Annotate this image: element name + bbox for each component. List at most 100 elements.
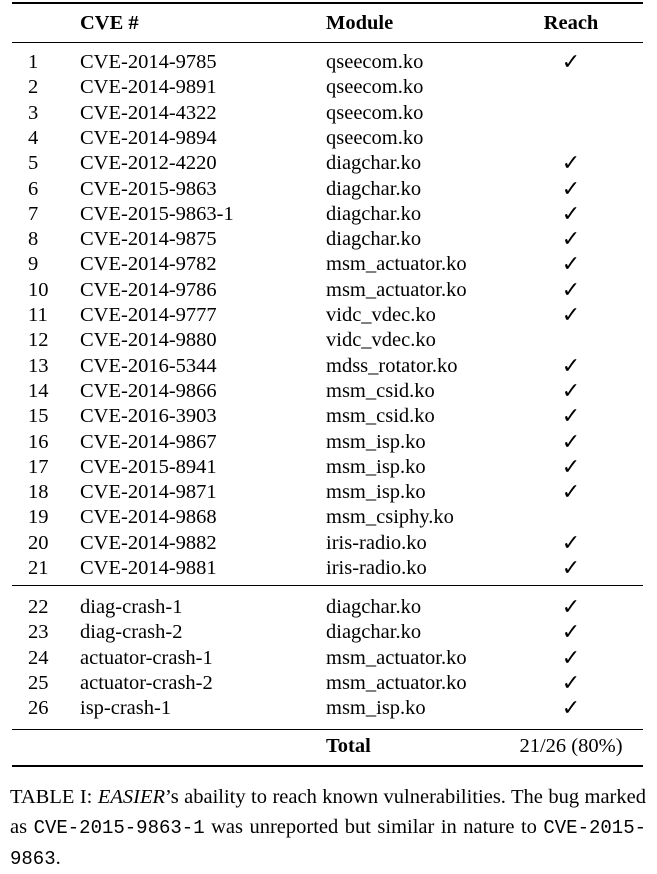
checkmark-icon: ✓ — [561, 378, 581, 404]
bottom-rule — [12, 765, 643, 767]
total-row: Total 21/26 (80%) — [12, 734, 643, 759]
row-id: CVE-2015-8941 — [80, 455, 217, 478]
caption-text-2: was unreported but similar in nature to — [204, 816, 544, 838]
checkmark-icon: ✓ — [561, 151, 581, 177]
checkmark-icon: ✓ — [561, 556, 581, 581]
checkmark-icon: ✓ — [561, 645, 581, 671]
row-module: msm_isp.ko — [326, 697, 426, 720]
row-id: CVE-2014-9880 — [80, 329, 217, 352]
row-module: msm_actuator.ko — [326, 278, 467, 301]
total-label: Total — [326, 735, 371, 757]
row-module: qseecom.ko — [326, 76, 424, 99]
checkmark-icon: ✓ — [561, 670, 581, 696]
checkmark-icon: ✓ — [561, 480, 581, 506]
header-row: CVE # Module Reach — [12, 11, 643, 36]
row-module: msm_csid.ko — [326, 405, 435, 428]
row-id: CVE-2014-9782 — [80, 253, 217, 276]
row-module: msm_csiphy.ko — [326, 506, 454, 529]
table-row: 3 CVE-2014-4322 qseecom.ko — [12, 101, 643, 126]
row-id: diag-crash-1 — [80, 596, 183, 618]
row-id: diag-crash-2 — [80, 621, 183, 644]
row-id: CVE-2012-4220 — [80, 152, 217, 175]
row-id: CVE-2014-9867 — [80, 430, 217, 453]
caption-code-2: CVE-2015-9863 — [10, 817, 646, 870]
row-number: 11 — [28, 304, 48, 326]
table-row: 20 CVE-2014-9882 iris-radio.ko ✓ — [12, 531, 643, 556]
checkmark-icon: ✓ — [561, 227, 581, 253]
table-row: 2 CVE-2014-9891 qseecom.ko — [12, 75, 643, 100]
row-id: CVE-2016-5344 — [80, 354, 217, 377]
row-id: CVE-2015-9863-1 — [80, 202, 234, 225]
checkmark-icon: ✓ — [561, 530, 581, 556]
row-module: msm_isp.ko — [326, 455, 426, 478]
checkmark-icon: ✓ — [561, 620, 581, 646]
header-module: Module — [326, 12, 394, 34]
row-number: 3 — [28, 101, 39, 124]
row-number: 26 — [28, 697, 49, 720]
table-row: 25 actuator-crash-2 msm_actuator.ko ✓ — [12, 671, 643, 696]
checkmark-icon: ✓ — [561, 454, 581, 480]
row-number: 20 — [28, 531, 49, 554]
row-module: msm_csid.ko — [326, 379, 435, 402]
row-number: 4 — [28, 126, 39, 149]
row-module: msm_isp.ko — [326, 430, 426, 453]
row-number: 16 — [28, 430, 49, 453]
row-module: msm_actuator.ko — [326, 253, 467, 276]
total-rule — [12, 729, 643, 730]
row-module: diagchar.ko — [326, 621, 422, 644]
row-id: CVE-2014-9875 — [80, 228, 217, 251]
row-number: 12 — [28, 329, 49, 352]
row-number: 8 — [28, 228, 39, 251]
row-number: 2 — [28, 76, 39, 99]
row-module: diagchar.ko — [326, 177, 422, 200]
row-id: actuator-crash-2 — [80, 671, 213, 694]
row-id: CVE-2015-9863 — [80, 177, 217, 200]
checkmark-icon: ✓ — [561, 595, 581, 620]
row-module: diagchar.ko — [326, 152, 422, 175]
row-module: qseecom.ko — [326, 101, 424, 124]
row-id: CVE-2014-9881 — [80, 557, 217, 579]
row-module: iris-radio.ko — [326, 531, 427, 554]
row-module: vidc_vdec.ko — [326, 329, 436, 352]
row-module: msm_isp.ko — [326, 481, 426, 504]
row-number: 24 — [28, 646, 49, 669]
checkmark-icon: ✓ — [561, 404, 581, 430]
row-module: msm_actuator.ko — [326, 671, 467, 694]
row-id: CVE-2014-9785 — [80, 51, 217, 73]
row-number: 25 — [28, 671, 49, 694]
row-module: iris-radio.ko — [326, 557, 427, 579]
row-number: 13 — [28, 354, 49, 377]
row-number: 18 — [28, 481, 49, 504]
caption-code-1: CVE-2015-9863-1 — [33, 817, 205, 839]
table-row: 8 CVE-2014-9875 diagchar.ko ✓ — [12, 227, 643, 252]
top-rule — [12, 2, 643, 4]
header-cve: CVE # — [80, 12, 139, 34]
row-number: 17 — [28, 455, 49, 478]
group-separator-rule — [12, 585, 643, 586]
header-rule — [12, 42, 643, 43]
row-module: vidc_vdec.ko — [326, 304, 436, 326]
row-id: CVE-2014-4322 — [80, 101, 217, 124]
checkmark-icon: ✓ — [561, 277, 581, 303]
row-module: diagchar.ko — [326, 228, 422, 251]
row-module: mdss_rotator.ko — [326, 354, 458, 377]
row-module: msm_actuator.ko — [326, 646, 467, 669]
checkmark-icon: ✓ — [561, 353, 581, 379]
caption-tool-name: EASIER — [97, 786, 165, 808]
row-id: CVE-2014-9882 — [80, 531, 217, 554]
row-id: CVE-2014-9891 — [80, 76, 217, 99]
row-number: 10 — [28, 278, 49, 301]
